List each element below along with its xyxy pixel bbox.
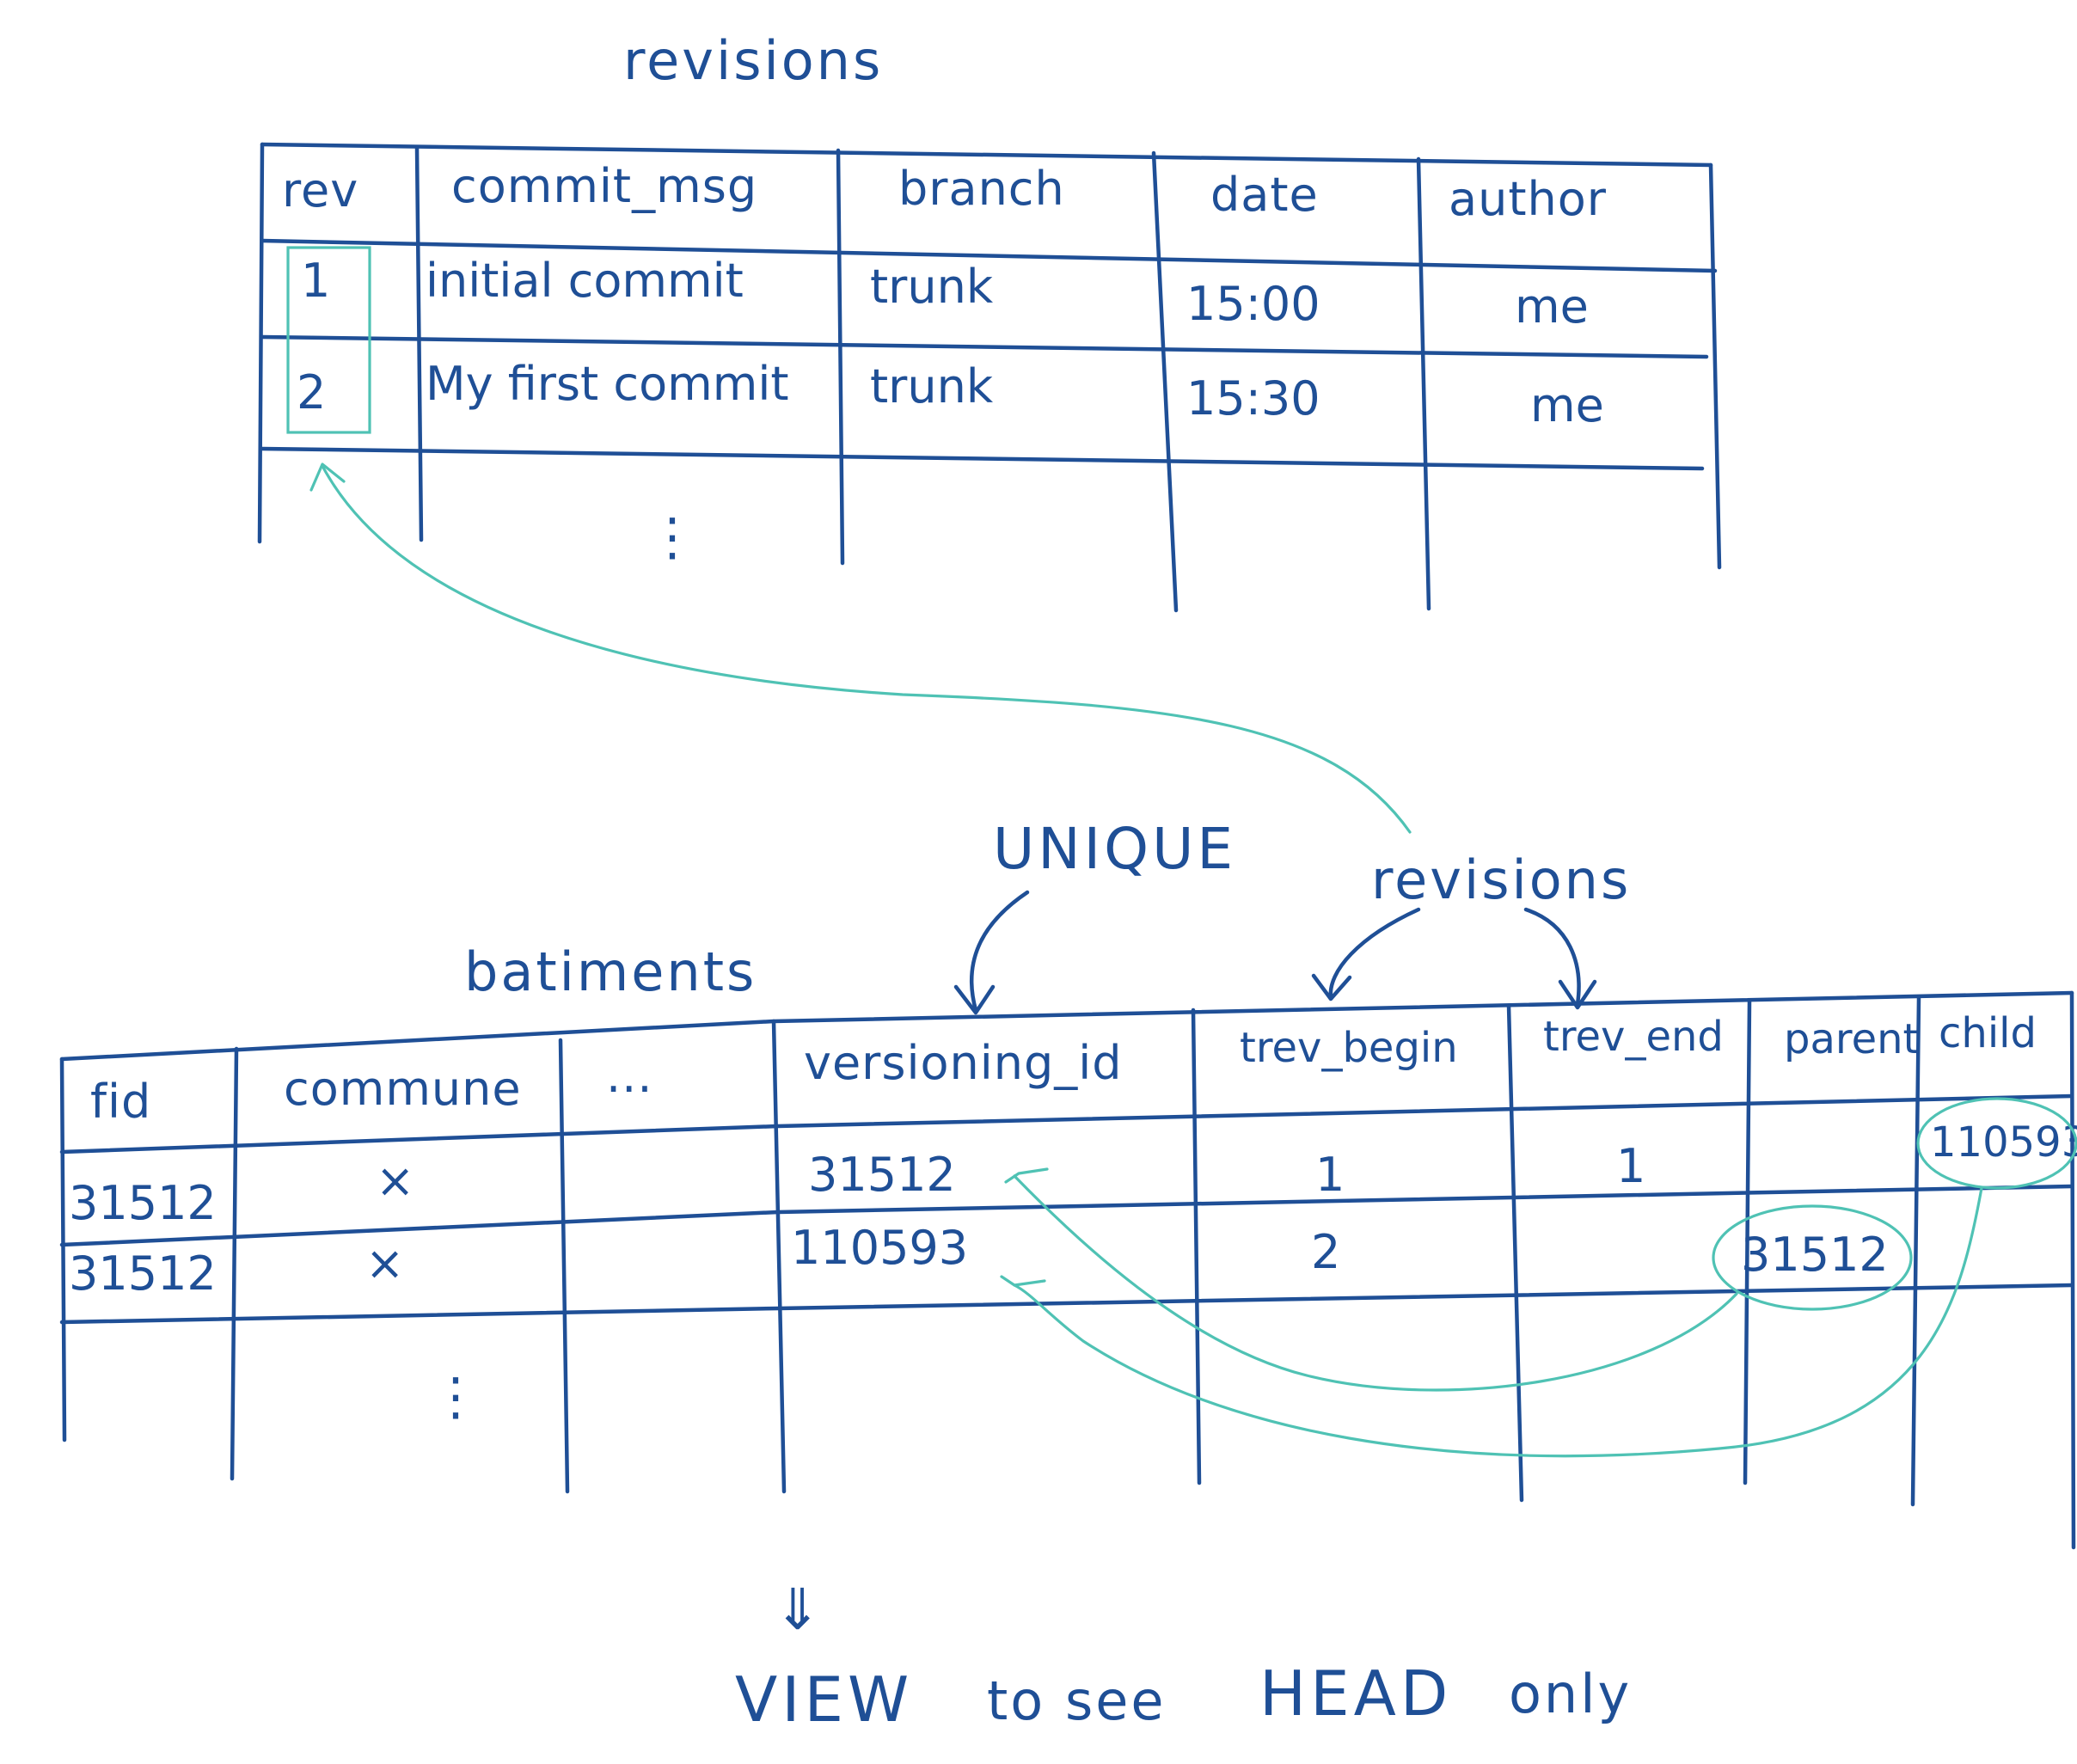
rev-header-branch: branch — [898, 162, 1065, 216]
rev-grid-line — [257, 142, 265, 544]
rev-cell: me — [1515, 279, 1589, 334]
bat-grid-line — [1506, 1003, 1524, 1503]
rev-cell: initial commit — [426, 254, 744, 308]
bat-header-commune: commune — [284, 1062, 522, 1116]
revisions-arrow-right-head — [1558, 979, 1597, 1010]
rev-header-author: author — [1449, 172, 1607, 226]
highlight-links — [309, 462, 2077, 1458]
bat-grid-line — [59, 1093, 2074, 1155]
rev-grid-line — [260, 446, 1705, 471]
bat-grid-line — [1743, 999, 1752, 1485]
rev-cell: 2 — [297, 365, 326, 420]
bat-cell: 1 — [1315, 1148, 1345, 1202]
revisions-annotation-label: revisions — [1371, 848, 1631, 911]
rev-cell: My first commit — [426, 357, 789, 411]
bat-cell: × — [365, 1236, 404, 1290]
rev-cell: 15:00 — [1186, 277, 1320, 331]
batiments-table-title: batiments — [464, 940, 757, 1003]
bat-header-ellipsis: ... — [606, 1049, 653, 1103]
bat-cell: 1 — [1616, 1139, 1645, 1193]
rev-grid-line — [1708, 162, 1722, 570]
revisions-table-grid — [257, 142, 1722, 613]
rev-cell: 15:30 — [1186, 371, 1320, 426]
child-highlight-circle — [1916, 1097, 2077, 1190]
bat-grid-line — [771, 1019, 787, 1494]
rev-grid-line — [260, 238, 1718, 273]
bat-cell: 31512 — [1741, 1228, 1889, 1282]
bat-header-fid: fid — [90, 1075, 151, 1129]
rev-header-rev: rev — [282, 163, 358, 217]
rev-link-arrow-head — [309, 462, 346, 492]
bat-header-trev-end: trev_end — [1543, 1013, 1724, 1061]
parent-link-arrow — [1013, 1174, 1738, 1392]
rev-cell: 1 — [301, 254, 330, 308]
unique-arrow — [969, 890, 1030, 1013]
parent-highlight-circle — [1712, 1204, 1913, 1311]
rev-cell: me — [1530, 378, 1604, 432]
bat-grid-line — [558, 1038, 570, 1494]
bat-cell: 31512 — [69, 1246, 217, 1301]
parent-link-arrow-head — [1004, 1167, 1049, 1184]
bat-grid-line — [59, 1283, 2074, 1325]
bat-cell: × — [376, 1154, 414, 1208]
rev-grid-line — [1151, 150, 1179, 613]
bat-cell: 110593 — [791, 1221, 968, 1275]
rev-link-arrow — [321, 464, 1412, 834]
bat-cell: 31512 — [808, 1148, 956, 1202]
rev-grid-line — [260, 142, 1713, 168]
bat-grid-line — [59, 1057, 67, 1442]
rev-header-date: date — [1210, 168, 1319, 222]
batiments-table: batiments fid commune ... versioning_id … — [59, 940, 2077, 1550]
revisions-arrow-left-head — [1311, 973, 1352, 1001]
rev-grid-line — [260, 334, 1709, 359]
rev-grid-line — [414, 145, 424, 542]
child-link-arrow-head — [1000, 1275, 1046, 1287]
batiments-table-grid — [59, 990, 2076, 1550]
revisions-arrow-left — [1328, 907, 1421, 1000]
view-label: VIEW — [735, 1663, 913, 1736]
bat-header-versioning-id: versioning_id — [804, 1036, 1123, 1090]
bat-cell: 2 — [1311, 1225, 1340, 1279]
revisions-table-title: revisions — [623, 29, 883, 92]
bat-grid-line — [1191, 1008, 1202, 1485]
rev-grid-line — [836, 148, 845, 566]
unique-arrow-head — [953, 984, 996, 1015]
revisions-table: revisions rev commit_msg branch date aut… — [257, 29, 1722, 613]
revisions-arrow-right — [1523, 907, 1581, 1007]
bat-ellipsis: ⋮ — [430, 1367, 481, 1427]
bat-header-child: child — [1939, 1009, 2037, 1057]
bat-grid-line — [1910, 995, 1921, 1507]
only-label: only — [1509, 1663, 1632, 1725]
head-label: HEAD — [1259, 1657, 1452, 1730]
child-link-arrow — [1013, 1186, 1983, 1458]
rev-ellipsis: ⋮ — [646, 507, 698, 567]
bat-grid-line — [2069, 990, 2076, 1550]
rev-highlight-box — [286, 246, 371, 434]
bat-header-trev-begin: trev_begin — [1240, 1024, 1458, 1072]
bat-cell: 31512 — [69, 1176, 217, 1230]
down-double-arrow: ⇓ — [774, 1577, 824, 1643]
bat-grid-line — [230, 1046, 239, 1481]
rev-grid-line — [1416, 156, 1431, 611]
annotations: UNIQUE revisions — [953, 816, 1631, 1015]
bat-cell: 110593 — [1930, 1118, 2077, 1167]
rev-header-commit-msg: commit_msg — [451, 159, 757, 213]
rev-cell: trunk — [870, 359, 994, 413]
bat-header-parent: parent — [1784, 1015, 1919, 1063]
unique-label: UNIQUE — [993, 816, 1236, 882]
rev-cell: trunk — [870, 260, 994, 314]
footer-note: ⇓ VIEW to see HEAD only — [735, 1577, 1632, 1736]
to-see-label: to see — [987, 1669, 1167, 1732]
